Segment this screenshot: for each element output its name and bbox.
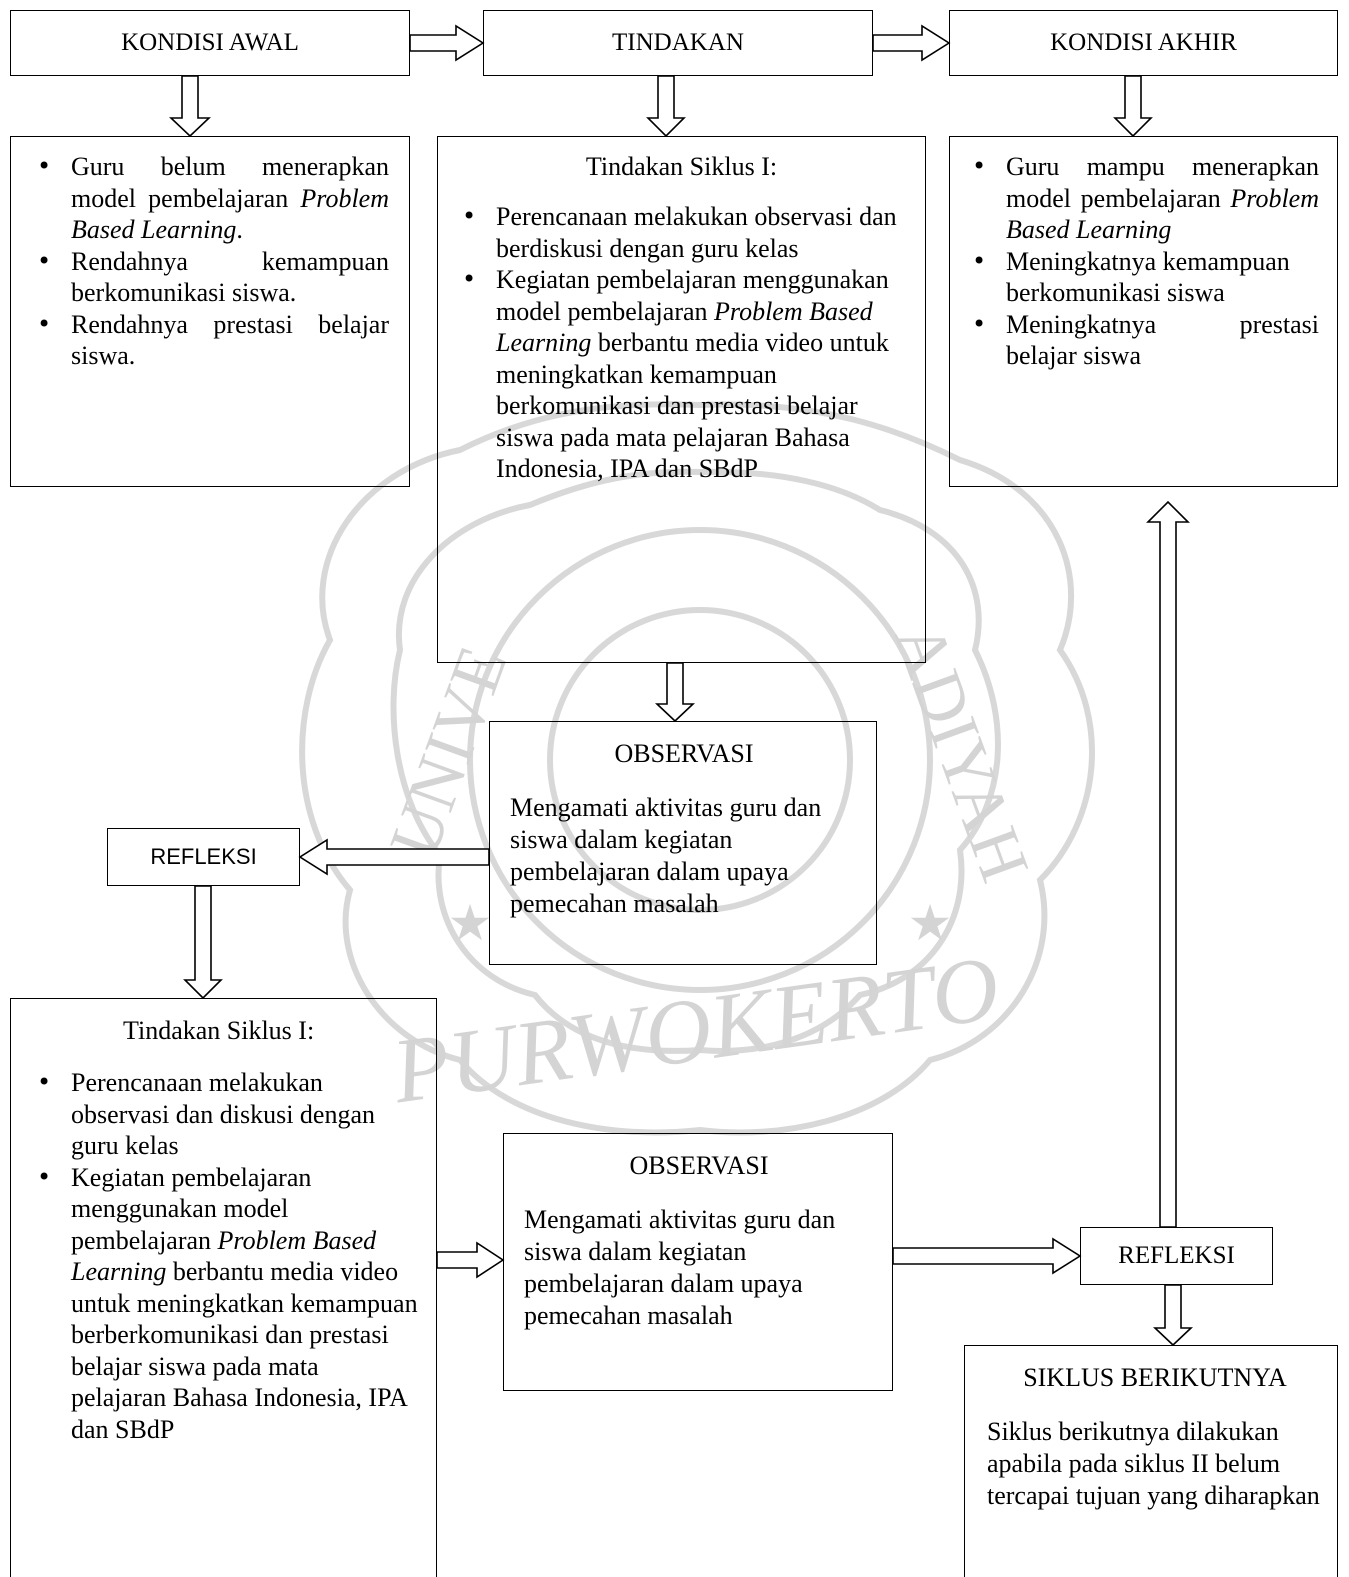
kondisi-akhir-label: KONDISI AKHIR	[1050, 29, 1237, 56]
refleksi-1-box: REFLEKSI	[107, 828, 300, 886]
kondisi-awal-header: KONDISI AWAL	[10, 10, 410, 76]
observasi-2-text: Mengamati aktivitas guru dan siswa dalam…	[524, 1205, 836, 1330]
kondisi-awal-label: KONDISI AWAL	[121, 29, 299, 56]
kondisi-awal-item: Rendahnya prestasi belajar siswa.	[29, 309, 389, 372]
kondisi-akhir-item: Meningkatnya prestasi belajar siswa	[964, 309, 1319, 372]
tindakan-siklus-2-item: Perencanaan melakukan observasi dan disk…	[29, 1067, 420, 1162]
tindakan-siklus-item: Perencanaan melakukan observasi dan berd…	[454, 201, 909, 264]
tindakan-siklus-item: Kegiatan pembelajaran menggunakan model …	[454, 264, 909, 485]
tindakan-siklus-2-box: Tindakan Siklus I: Perencanaan melakukan…	[10, 998, 437, 1577]
observasi-1-title: OBSERVASI	[614, 739, 754, 768]
arrow-down-icon	[654, 662, 696, 723]
kondisi-akhir-header: KONDISI AKHIR	[949, 10, 1338, 76]
arrow-down-icon	[183, 885, 223, 1000]
arrow-down-icon	[1113, 75, 1153, 138]
arrow-down-icon	[646, 75, 686, 138]
tindakan-siklus-box: Tindakan Siklus I: Perencanaan melakukan…	[437, 136, 926, 663]
siklus-berikutnya-box: SIKLUS BERIKUTNYA Siklus berikutnya dila…	[964, 1345, 1338, 1577]
observasi-2-box: OBSERVASI Mengamati aktivitas guru dan s…	[503, 1133, 893, 1391]
arrow-right-icon	[436, 1241, 505, 1279]
observasi-1-text: Mengamati aktivitas guru dan siswa dalam…	[510, 793, 822, 918]
tindakan-siklus-list: Perencanaan melakukan observasi dan berd…	[454, 201, 909, 485]
tindakan-siklus-2-title: Tindakan Siklus I:	[123, 1016, 315, 1045]
tindakan-header: TINDAKAN	[483, 10, 873, 76]
siklus-berikutnya-title: SIKLUS BERIKUTNYA	[1023, 1363, 1287, 1392]
tindakan-siklus-2-item: Kegiatan pembelajaran menggunakan model …	[29, 1162, 420, 1446]
arrow-right-icon	[892, 1237, 1082, 1275]
kondisi-akhir-item: Guru mampu menerapkan model pembelajaran…	[964, 151, 1319, 246]
refleksi-1-label: REFLEKSI	[150, 844, 257, 869]
kondisi-awal-item: Guru belum menerapkan model pembelajaran…	[29, 151, 389, 246]
tindakan-siklus-2-list: Perencanaan melakukan observasi dan disk…	[29, 1067, 420, 1445]
kondisi-awal-box: Guru belum menerapkan model pembelajaran…	[10, 136, 410, 487]
kondisi-awal-list: Guru belum menerapkan model pembelajaran…	[29, 151, 389, 372]
kondisi-akhir-box: Guru mampu menerapkan model pembelajaran…	[949, 136, 1338, 487]
arrow-left-icon	[298, 838, 490, 876]
watermark-star-left-icon: ★	[448, 894, 493, 952]
tindakan-label: TINDAKAN	[612, 29, 744, 56]
arrow-down-icon	[1152, 1284, 1194, 1347]
tindakan-siklus-title: Tindakan Siklus I:	[585, 152, 778, 181]
siklus-berikutnya-text: Siklus berikutnya dilakukan apabila pada…	[987, 1417, 1320, 1510]
watermark-star-right-icon: ★	[908, 894, 953, 952]
kondisi-akhir-list: Guru mampu menerapkan model pembelajaran…	[964, 151, 1319, 372]
refleksi-2-box: REFLEKSI	[1080, 1227, 1273, 1285]
kondisi-akhir-item: Meningkatnya kemampuan berkomunikasi sis…	[964, 246, 1319, 309]
arrow-right-icon	[409, 24, 485, 62]
arrow-down-icon	[168, 75, 212, 138]
refleksi-2-label: REFLEKSI	[1118, 1242, 1235, 1269]
arrow-up-icon	[1146, 500, 1190, 1228]
observasi-1-box: OBSERVASI Mengamati aktivitas guru dan s…	[489, 721, 877, 965]
kondisi-awal-item: Rendahnya kemampuan berkomunikasi siswa.	[29, 246, 389, 309]
observasi-2-title: OBSERVASI	[629, 1151, 769, 1180]
arrow-right-icon	[872, 24, 951, 62]
